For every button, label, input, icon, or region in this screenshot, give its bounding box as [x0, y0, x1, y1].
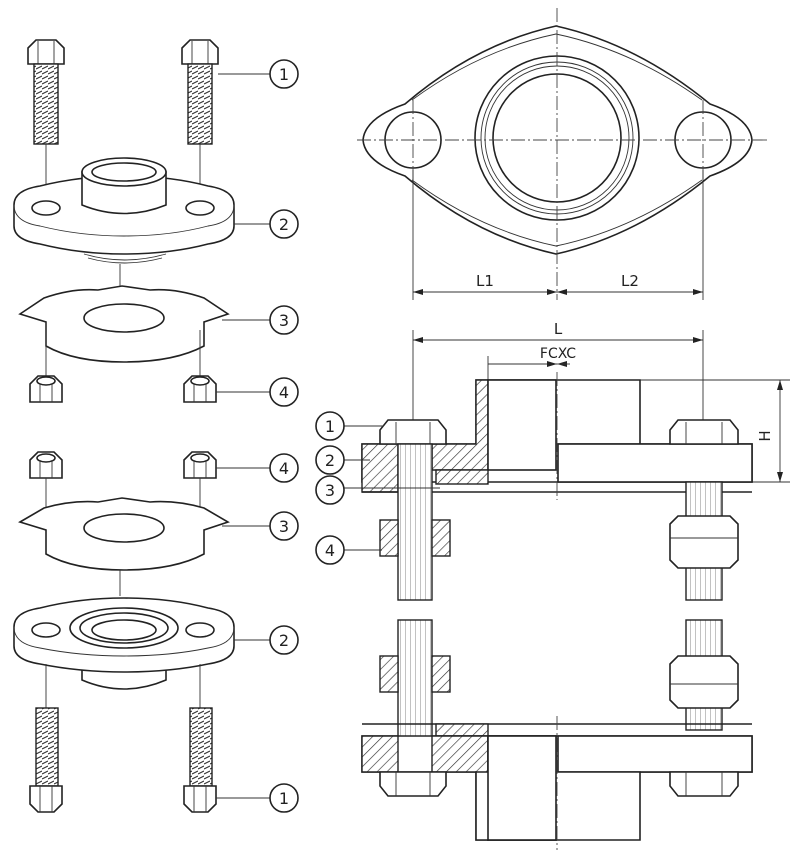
- section-callout-1: 1: [315, 411, 345, 441]
- svg-text:3: 3: [279, 517, 289, 536]
- callout-4-bottom: 4: [269, 453, 299, 483]
- flange-top: [13, 157, 235, 264]
- gasket-top: [18, 264, 230, 363]
- section-bolt-left: [379, 419, 451, 601]
- svg-text:1: 1: [279, 789, 289, 808]
- exploded-view: 1 2 3 4 4 3 2 1: [13, 39, 299, 813]
- plan-view: L1 L2: [357, 8, 770, 300]
- nut-top-right: [183, 330, 217, 403]
- callout-2-bottom: 2: [269, 625, 299, 655]
- section-callout-4: 4: [315, 535, 345, 565]
- dim-label-l: L: [554, 320, 563, 338]
- svg-text:3: 3: [279, 311, 289, 330]
- callout-1-bottom: 1: [269, 783, 299, 813]
- section-callout-2: 2: [315, 445, 345, 475]
- dim-label-l1: L1: [476, 272, 494, 290]
- svg-text:1: 1: [325, 417, 335, 436]
- section-bolt-right: [669, 419, 739, 601]
- svg-text:2: 2: [279, 631, 289, 650]
- section-callout-3: 3: [315, 475, 345, 505]
- nut-bottom-left: [29, 451, 63, 520]
- svg-text:4: 4: [325, 541, 335, 560]
- callout-2-top: 2: [269, 209, 299, 239]
- svg-text:4: 4: [279, 383, 289, 402]
- callout-leaders-left: [216, 73, 270, 799]
- dim-label-h: H: [756, 430, 774, 441]
- callout-4-top: 4: [269, 377, 299, 407]
- section-view: L FCXC H: [315, 320, 790, 850]
- bolt-top-right: [181, 39, 219, 196]
- nut-top-left: [29, 330, 63, 403]
- bolt-bottom-right: [183, 664, 217, 813]
- bolt-top-left: [27, 39, 65, 196]
- nut-bottom-right: [183, 451, 217, 520]
- svg-text:3: 3: [325, 481, 335, 500]
- callout-3-bottom: 3: [269, 511, 299, 541]
- svg-text:1: 1: [279, 65, 289, 84]
- dim-label-l2: L2: [621, 272, 639, 290]
- gasket-bottom: [18, 497, 230, 596]
- callout-3-top: 3: [269, 305, 299, 335]
- bolt-bottom-left: [29, 664, 63, 813]
- callout-1-top: 1: [269, 59, 299, 89]
- dim-label-fcxc: FCXC: [540, 346, 576, 362]
- flange-bottom: [13, 597, 235, 690]
- svg-text:2: 2: [279, 215, 289, 234]
- svg-text:2: 2: [325, 451, 335, 470]
- svg-text:4: 4: [279, 459, 289, 478]
- section-lower: [361, 619, 753, 850]
